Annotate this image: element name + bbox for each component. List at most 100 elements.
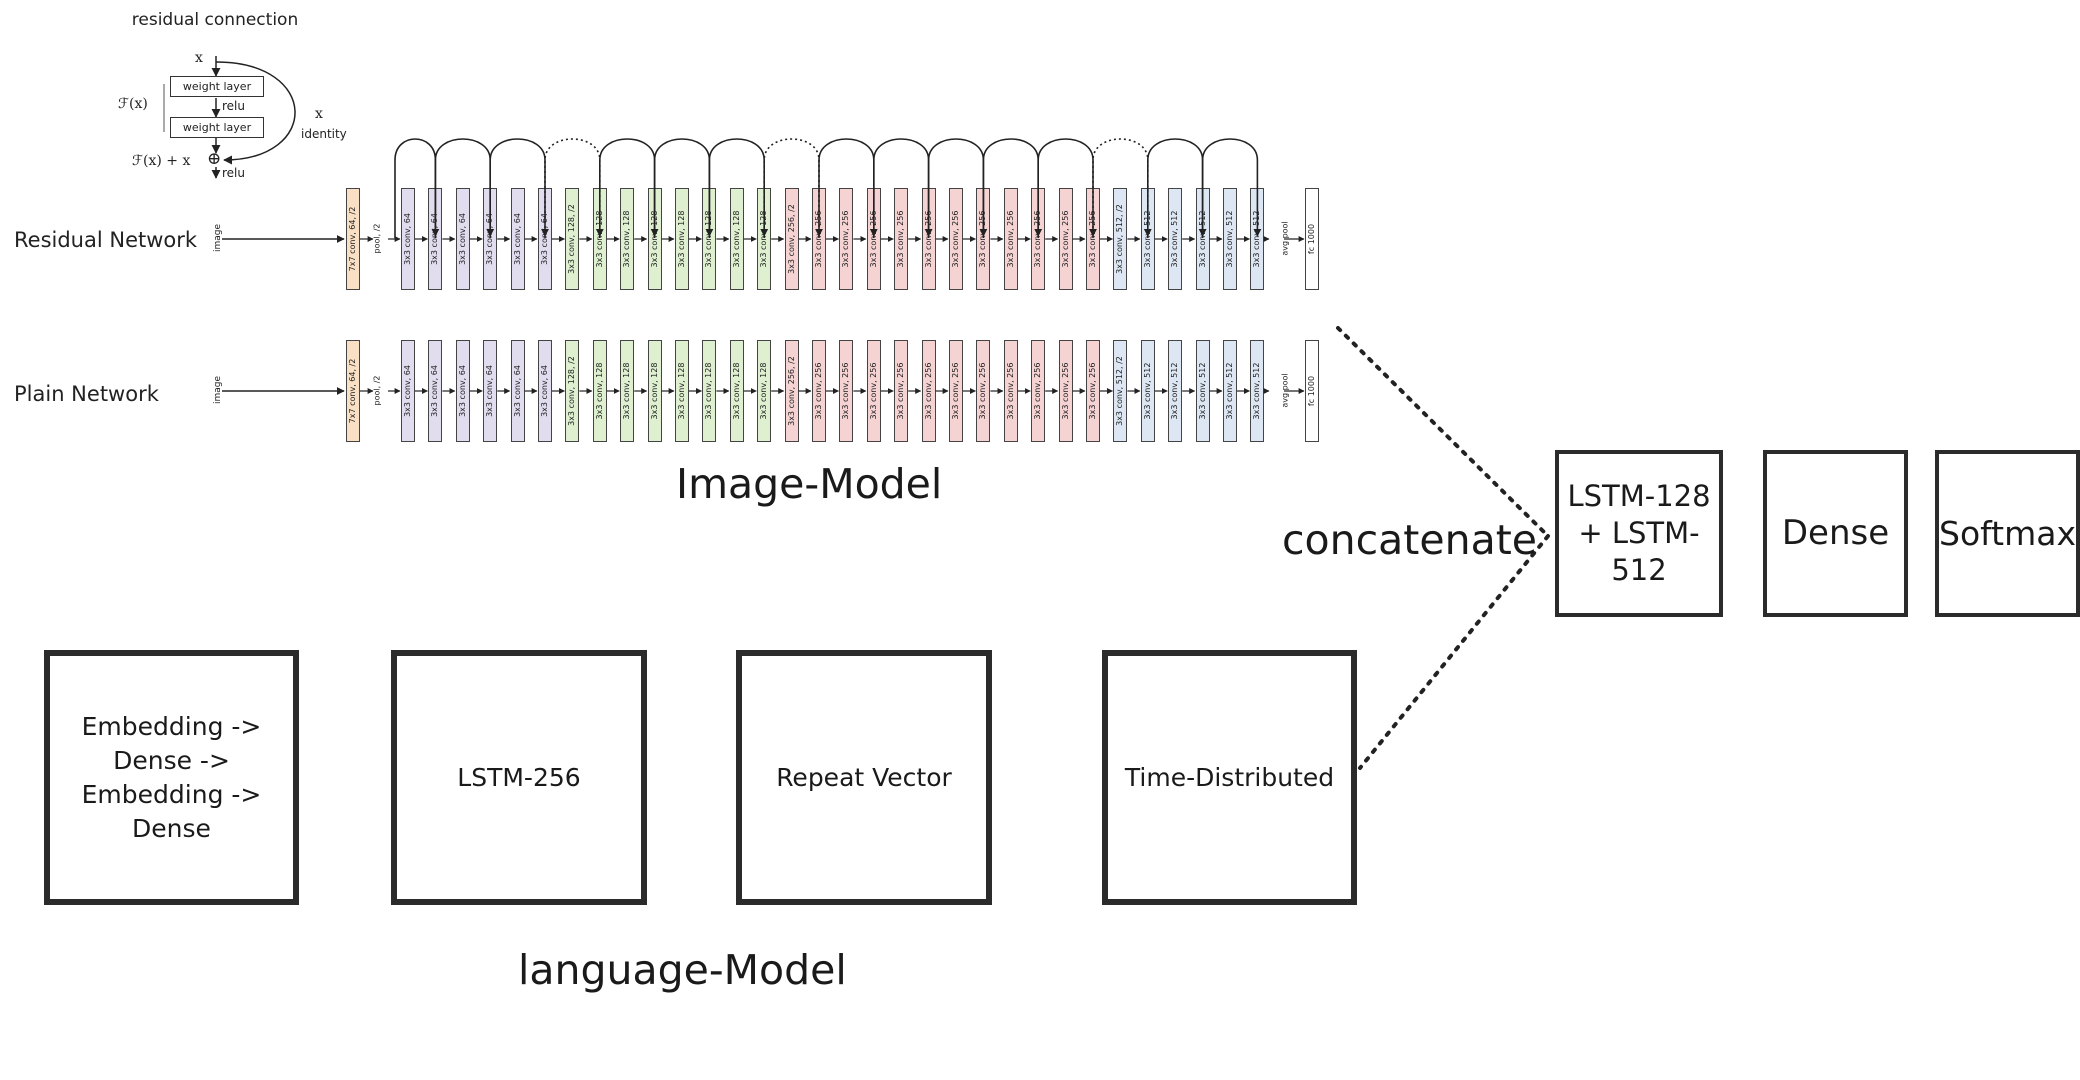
plain-conv-layer: 3x3 conv, 128 <box>620 340 635 442</box>
plain-conv-layer: 3x3 conv, 512 <box>1195 340 1210 442</box>
conv-layer-label: 3x3 conv, 512 <box>1252 362 1262 420</box>
residual-conv-layer: 3x3 conv, 128, /2 <box>565 188 580 290</box>
residual-conv-layer: 3x3 conv, 512 <box>1250 188 1265 290</box>
conv-layer-label: 3x3 conv, 64 <box>540 213 549 265</box>
residual-conv-layer: 3x3 conv, 256 <box>812 188 826 290</box>
conv-layer-label: 3x3 conv, 64 <box>403 213 412 265</box>
conv-layer-label: 3x3 conv, 256, /2 <box>786 204 796 274</box>
residual-network-row: image 7x7 conv, 64, /2 pool, /2 3x3 conv… <box>0 188 1330 296</box>
conv-layer-label: 3x3 conv, 128 <box>622 362 632 420</box>
plain-conv-layer: 3x3 conv, 128 <box>647 340 662 442</box>
conv-layer-label: 3x3 conv, 128 <box>731 210 741 268</box>
residual-first-conv-label: 7x7 conv, 64, /2 <box>348 206 357 272</box>
conv-layer-label: 3x3 conv, 512 <box>1225 362 1234 420</box>
concatenate-label: concatenate <box>1282 516 1537 564</box>
dense-label: Dense <box>1781 513 1890 553</box>
residual-conv-layer: 3x3 conv, 256 <box>976 188 991 290</box>
conv-layer-label: 3x3 conv, 128 <box>677 210 686 268</box>
lstm-256-box: LSTM-256 <box>391 650 647 905</box>
residual-conv-layer: 3x3 conv, 512 <box>1223 188 1237 290</box>
conv-layer-label: 3x3 conv, 256 <box>923 210 933 268</box>
conv-layer-label: 3x3 conv, 256 <box>1088 210 1097 268</box>
plain-conv-layer: 3x3 conv, 64 <box>428 340 443 442</box>
plain-conv-layer: 3x3 conv, 512 <box>1250 340 1265 442</box>
softmax-label: Softmax <box>1939 514 2077 553</box>
plain-conv-layer: 3x3 conv, 64 <box>401 340 415 442</box>
plain-conv-layer: 3x3 conv, 256 <box>812 340 826 442</box>
plain-conv-layer: 3x3 conv, 512 <box>1140 340 1155 442</box>
conv-layer-label: 3x3 conv, 256 <box>978 362 988 420</box>
residual-connection-title: residual connection <box>131 10 299 30</box>
plain-first-conv-layer: 7x7 conv, 64, /2 <box>346 340 360 442</box>
conv-layer-label: 3x3 conv, 256 <box>814 210 823 268</box>
conv-layer-label: 3x3 conv, 128 <box>731 362 741 420</box>
conv-layer-label: 3x3 conv, 64 <box>512 365 522 417</box>
lstm-decoder-box: LSTM-128 + LSTM-512 <box>1555 450 1723 617</box>
plain-conv-layer: 3x3 conv, 256 <box>1058 340 1073 442</box>
plain-conv-layer: 3x3 conv, 256 <box>949 340 963 442</box>
residual-conv-layer: 3x3 conv, 64 <box>510 188 525 290</box>
identity-x-label: x <box>315 106 323 122</box>
plain-conv-layer: 3x3 conv, 512 <box>1168 340 1183 442</box>
residual-conv-layer: 3x3 conv, 512, /2 <box>1113 188 1128 290</box>
conv-layer-label: 3x3 conv, 256 <box>1060 362 1070 420</box>
embedding-label: Embedding -> Dense -> Embedding -> Dense <box>81 711 262 843</box>
plain-conv-layer: 3x3 conv, 128 <box>702 340 717 442</box>
residual-conv-layer: 3x3 conv, 64 <box>428 188 443 290</box>
conv-layer-label: 3x3 conv, 256 <box>1033 210 1043 268</box>
conv-layer-label: 3x3 conv, 64 <box>430 213 440 265</box>
conv-layer-label: 3x3 conv, 128 <box>594 210 604 268</box>
residual-conv-layer: 3x3 conv, 128 <box>592 188 607 290</box>
residual-conv-layer: 3x3 conv, 512 <box>1140 188 1155 290</box>
residual-input-label: image <box>213 223 223 253</box>
plain-conv-layer: 3x3 conv, 64 <box>538 340 552 442</box>
plain-conv-layer: 3x3 conv, 128 <box>757 340 772 442</box>
plain-fc-label: fc 1000 <box>1307 375 1316 407</box>
conv-layer-label: 3x3 conv, 512, /2 <box>1115 356 1125 426</box>
relu-2-label: relu <box>222 166 245 180</box>
plain-conv-layer: 3x3 conv, 64 <box>510 340 525 442</box>
conv-layer-label: 3x3 conv, 512 <box>1142 362 1152 420</box>
conv-layer-label: 3x3 conv, 64 <box>540 365 549 417</box>
repeat-vector-box: Repeat Vector <box>736 650 992 905</box>
conv-layer-label: 3x3 conv, 256 <box>814 362 823 420</box>
dense-box: Dense <box>1763 450 1908 617</box>
conv-layer-label: 3x3 conv, 256 <box>841 210 851 268</box>
conv-layer-label: 3x3 conv, 256 <box>923 362 933 420</box>
conv-layer-label: 3x3 conv, 128, /2 <box>567 204 577 274</box>
residual-pool-label: pool, /2 <box>372 223 382 254</box>
plain-first-conv-label: 7x7 conv, 64, /2 <box>348 358 357 424</box>
conv-layer-label: 3x3 conv, 128 <box>594 362 604 420</box>
plain-conv-layer: 3x3 conv, 128 <box>592 340 607 442</box>
conv-layer-label: 3x3 conv, 512 <box>1170 362 1180 420</box>
identity-label: identity <box>301 127 347 141</box>
plain-conv-layer: 3x3 conv, 256 <box>839 340 854 442</box>
residual-avg-pool-label: avg pool <box>1280 221 1290 256</box>
fx-label: ℱ(x) <box>118 96 148 112</box>
conv-layer-label: 3x3 conv, 512 <box>1225 210 1234 268</box>
conv-layer-label: 3x3 conv, 256 <box>1033 362 1043 420</box>
residual-conv-layer: 3x3 conv, 128 <box>620 188 635 290</box>
conv-layer-label: 3x3 conv, 256 <box>1088 362 1097 420</box>
conv-layer-label: 3x3 conv, 256 <box>868 210 878 268</box>
residual-conv-layer: 3x3 conv, 256 <box>839 188 854 290</box>
conv-layer-label: 3x3 conv, 256, /2 <box>786 356 796 426</box>
plain-conv-layer: 3x3 conv, 128, /2 <box>565 340 580 442</box>
conv-layer-label: 3x3 conv, 64 <box>457 365 467 417</box>
plain-conv-layer: 3x3 conv, 256 <box>894 340 909 442</box>
conv-layer-label: 3x3 conv, 64 <box>485 365 495 417</box>
embedding-box: Embedding -> Dense -> Embedding -> Dense <box>44 650 299 905</box>
residual-input-x: x <box>195 50 203 66</box>
residual-conv-layer: 3x3 conv, 512 <box>1195 188 1210 290</box>
plain-conv-layer: 3x3 conv, 256, /2 <box>784 340 799 442</box>
conv-layer-label: 3x3 conv, 512, /2 <box>1115 204 1125 274</box>
conv-layer-label: 3x3 conv, 256 <box>896 210 906 268</box>
conv-layer-label: 3x3 conv, 512 <box>1197 210 1207 268</box>
weight-layer-2: weight layer <box>170 117 264 138</box>
relu-1-label: relu <box>222 99 245 113</box>
lstm-decoder-label: LSTM-128 + LSTM-512 <box>1567 479 1711 587</box>
conv-layer-label: 3x3 conv, 64 <box>457 213 467 265</box>
residual-conv-layer: 3x3 conv, 64 <box>538 188 552 290</box>
conv-layer-label: 3x3 conv, 128 <box>759 362 769 420</box>
residual-conv-layer: 3x3 conv, 64 <box>401 188 415 290</box>
